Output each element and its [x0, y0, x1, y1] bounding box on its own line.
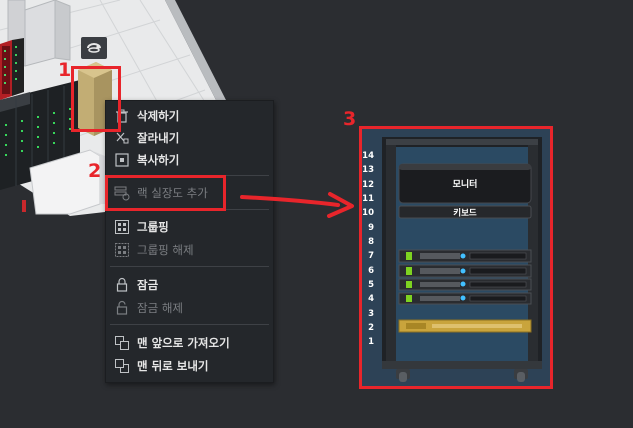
menu-item-label: 맨 앞으로 가져오기 — [137, 336, 230, 350]
menu-item-label: 잠금 — [137, 278, 159, 292]
rack-device-server[interactable] — [398, 278, 532, 291]
rack-unit-label: 11 — [362, 194, 374, 204]
rack-unit-label: 13 — [362, 165, 374, 175]
rack-unit-label: 7 — [368, 251, 374, 261]
menu-item-label: 맨 뒤로 보내기 — [137, 359, 209, 373]
rack-unit-label: 3 — [368, 309, 374, 319]
annotation-number-2: 2 — [88, 160, 102, 182]
annotation-highlight-2 — [105, 175, 226, 211]
menu-item-label: 복사하기 — [137, 153, 180, 167]
annotation-arrow — [240, 192, 354, 218]
menu-item-label: 랙 실장도 추가 — [137, 186, 208, 200]
menu-item-label: 잘라내기 — [137, 131, 180, 145]
menu-item-label: 그룹핑 — [137, 220, 169, 234]
rack-device-server[interactable] — [398, 264, 532, 278]
rack-unit-label: 1 — [368, 337, 374, 347]
rotate-view-button[interactable] — [81, 37, 107, 59]
menu-item-cut[interactable]: 잘라내기 — [106, 127, 273, 149]
rack-unit-label: 12 — [362, 180, 374, 190]
black-server-racks — [0, 80, 80, 190]
rack-unit-label: 9 — [368, 223, 374, 233]
rack-unit-label: 2 — [368, 323, 374, 333]
menu-separator — [110, 266, 269, 267]
annotation-number-1: 1 — [58, 59, 72, 81]
monitor-label: 모니터 — [453, 178, 478, 190]
rack-device-monitor[interactable]: 모니터 — [398, 163, 532, 204]
rack-unit-label: 8 — [368, 237, 374, 247]
annotation-highlight-1 — [71, 66, 121, 132]
keyboard-label: 키보드 — [453, 208, 477, 219]
back-row-cabinets — [7, 0, 71, 67]
annotation-number-3: 3 — [343, 108, 357, 130]
rack-unit-label: 5 — [368, 280, 374, 290]
rack-device-server[interactable] — [398, 249, 532, 263]
rack-unit-label: 10 — [362, 208, 374, 218]
rack-device-storage[interactable] — [398, 319, 532, 333]
red-server-racks — [0, 38, 24, 100]
unlock-icon — [116, 300, 128, 315]
menu-item-group[interactable]: 그룹핑 — [106, 216, 273, 238]
scissors-icon — [116, 132, 129, 144]
menu-item-label: 삭제하기 — [137, 109, 180, 123]
rack-unit-label: 14 — [362, 151, 374, 161]
rack-unit-label: 6 — [368, 266, 374, 276]
menu-item-label: 그룹핑 해제 — [137, 243, 194, 257]
bring-front-icon — [115, 336, 129, 350]
rack-unit-label: 4 — [368, 294, 374, 304]
menu-item-ungroup[interactable]: 그룹핑 해제 — [106, 239, 273, 261]
menu-item-unlock[interactable]: 잠금 해제 — [106, 297, 273, 319]
send-back-icon — [115, 359, 129, 373]
group-icon — [115, 220, 129, 234]
rack-wheel-right — [514, 369, 528, 382]
fire-extinguisher-icon — [22, 200, 26, 212]
lock-icon — [116, 277, 128, 292]
rack-device-keyboard[interactable]: 키보드 — [398, 205, 532, 219]
floor-edge — [165, 0, 228, 104]
menu-item-copy[interactable]: 복사하기 — [106, 149, 273, 171]
menu-item-bring-to-front[interactable]: 맨 앞으로 가져오기 — [106, 332, 273, 354]
menu-item-lock[interactable]: 잠금 — [106, 274, 273, 296]
rack-device-server[interactable] — [398, 292, 532, 305]
ungroup-icon — [115, 243, 129, 257]
copy-icon — [115, 153, 129, 167]
menu-item-add-rack-equipment[interactable]: 랙 실장도 추가 — [106, 182, 273, 204]
menu-item-delete[interactable]: 삭제하기 — [106, 105, 273, 127]
menu-item-send-to-back[interactable]: 맨 뒤로 보내기 — [106, 355, 273, 377]
annotation-highlight-3 — [359, 126, 553, 389]
menu-item-label: 잠금 해제 — [137, 301, 183, 315]
rack-elevation-preview: 14 13 12 11 10 9 8 7 6 5 4 3 2 1 모니터 키보드 — [362, 129, 550, 386]
rotate-icon — [87, 43, 101, 53]
rack-wheel-left — [396, 369, 410, 382]
rack-add-icon — [114, 186, 130, 201]
menu-separator — [110, 324, 269, 325]
context-menu: 삭제하기 잘라내기 복사하기 랙 실장도 추가 그룹핑 — [105, 100, 274, 383]
